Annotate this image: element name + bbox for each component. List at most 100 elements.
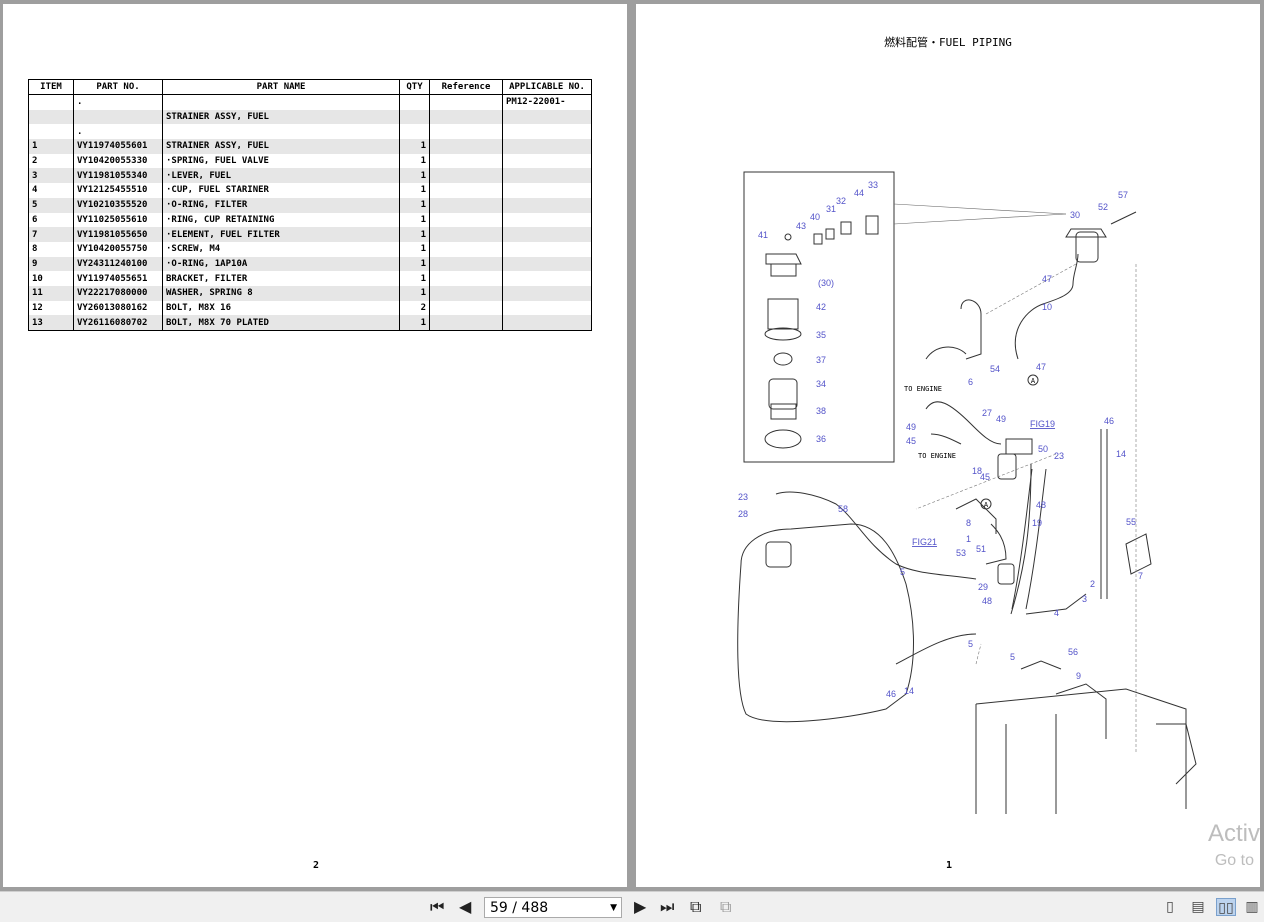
continuous-view-icon[interactable]: ▤	[1191, 899, 1205, 915]
table-cell-ref	[429, 124, 503, 140]
table-cell-part-no: VY11025055610	[73, 212, 163, 228]
left-page: ITEM PART NO. PART NAME QTY Reference AP…	[3, 4, 627, 887]
fig21-link[interactable]: FIG21	[912, 537, 937, 547]
table-cell-qty	[399, 109, 430, 125]
table-cell-applicable	[502, 183, 592, 198]
strainer-assembly	[1065, 211, 1137, 263]
callout-number: 45	[980, 472, 990, 482]
table-cell-name: ·LEVER, FUEL	[162, 168, 400, 184]
table-cell-part-no	[73, 109, 163, 125]
table-cell-name	[162, 94, 400, 110]
table-cell-applicable	[502, 124, 592, 140]
single-page-view-icon[interactable]: ▯	[1166, 899, 1174, 915]
col-header-applicable: APPLICABLE NO.	[502, 79, 592, 95]
table-cell-applicable	[502, 153, 592, 169]
callout-number: 30	[1070, 210, 1080, 220]
two-page-view-icon[interactable]: ▯▯	[1216, 898, 1236, 916]
first-page-icon[interactable]: ⏮	[430, 897, 445, 916]
callout-number: 23	[1054, 451, 1064, 461]
table-cell-ref	[429, 271, 503, 286]
table-cell-applicable	[502, 168, 592, 184]
table-cell-item: 13	[28, 315, 74, 332]
table-cell-qty: 1	[399, 241, 430, 257]
callout-number: 49	[906, 422, 916, 432]
table-cell-applicable: PM12-22001-	[502, 94, 592, 110]
table-cell-name: BOLT, M8X 16	[162, 300, 400, 316]
callout-number: 9	[1076, 671, 1081, 681]
callout-number: 43	[796, 221, 806, 231]
callout-number: 14	[1116, 449, 1126, 459]
strainer-assy-1	[985, 523, 1007, 565]
table-cell-qty: 1	[399, 197, 430, 213]
table-row: .	[28, 124, 592, 140]
table-cell-item: 5	[28, 197, 74, 213]
next-page-icon[interactable]: ▶	[634, 897, 647, 916]
table-cell-applicable	[502, 315, 592, 332]
col-header-part-name: PART NAME	[162, 79, 400, 95]
callout-number: 33	[868, 180, 878, 190]
table-cell-item: 8	[28, 241, 74, 257]
callout-number: 5	[968, 639, 973, 649]
callout-number: 7	[1138, 571, 1143, 581]
right-page-number: 1	[946, 860, 953, 871]
table-cell-ref	[429, 212, 503, 228]
callout-number: 47	[1036, 362, 1046, 372]
callout-number: 46	[886, 689, 896, 699]
viewer-toolbar: ⏮ ◀ 59 / 488 ▼ ▶ ⏭ ⧉ ⧉ ▯ ▤ ▯▯ ▥	[0, 891, 1264, 922]
table-cell-ref	[429, 109, 503, 125]
table-cell-qty	[399, 94, 430, 110]
hose-23	[1011, 468, 1047, 610]
callout-number: 57	[1118, 190, 1128, 200]
table-cell-applicable	[502, 300, 592, 316]
table-header-row: ITEM PART NO. PART NAME QTY Reference AP…	[28, 79, 592, 95]
callout-number: 4	[1054, 608, 1059, 618]
fig19-link[interactable]: FIG19	[1030, 419, 1055, 429]
table-cell-qty: 1	[399, 139, 430, 154]
callout-number: 23	[738, 492, 748, 502]
page-indicator: 59 / 488	[490, 900, 549, 916]
table-cell-item: 2	[28, 153, 74, 169]
table-cell-part-no: .	[73, 124, 163, 140]
chevron-down-icon[interactable]: ▼	[610, 903, 617, 913]
callout-number: 44	[854, 188, 864, 198]
table-cell-part-no: VY26013080162	[73, 300, 163, 316]
callout-number: 14	[904, 686, 914, 696]
two-page-continuous-view-icon[interactable]: ▥	[1245, 899, 1259, 915]
hose-10	[1014, 253, 1079, 360]
table-cell-part-no: VY11981055650	[73, 227, 163, 242]
table-row: STRAINER ASSY, FUEL	[28, 109, 592, 125]
table-cell-ref	[429, 197, 503, 213]
diagram-title: 燃料配管・FUEL PIPING	[884, 36, 1012, 49]
to-engine-label-1: TO ENGINE	[904, 385, 942, 393]
table-cell-item: 3	[28, 168, 74, 184]
col-header-qty: QTY	[399, 79, 430, 95]
activation-watermark-sub: Go to	[1214, 852, 1254, 869]
callout-number: 58	[838, 504, 848, 514]
callout-number: 53	[956, 548, 966, 558]
col-header-reference: Reference	[429, 79, 503, 95]
table-cell-ref	[429, 315, 503, 332]
page-number-input[interactable]: 59 / 488 ▼	[484, 897, 622, 918]
table-cell-ref	[429, 183, 503, 198]
callout-number: 28	[738, 509, 748, 519]
table-cell-name: ·SCREW, M4	[162, 241, 400, 257]
table-cell-item: 11	[28, 285, 74, 301]
col-header-item: ITEM	[28, 79, 74, 95]
prev-page-icon[interactable]: ◀	[459, 897, 472, 916]
callout-number: 27	[982, 408, 992, 418]
parts-table: ITEM PART NO. PART NAME QTY Reference AP…	[28, 79, 592, 332]
last-page-icon[interactable]: ⏭	[660, 897, 675, 916]
bracket-9	[1020, 660, 1062, 670]
table-cell-part-no: VY24311240100	[73, 256, 163, 272]
copy-icon[interactable]: ⧉	[720, 897, 732, 916]
export-icon[interactable]: ⧉	[690, 897, 702, 916]
table-cell-item: 10	[28, 271, 74, 286]
table-cell-name: ·RING, CUP RETAINING	[162, 212, 400, 228]
